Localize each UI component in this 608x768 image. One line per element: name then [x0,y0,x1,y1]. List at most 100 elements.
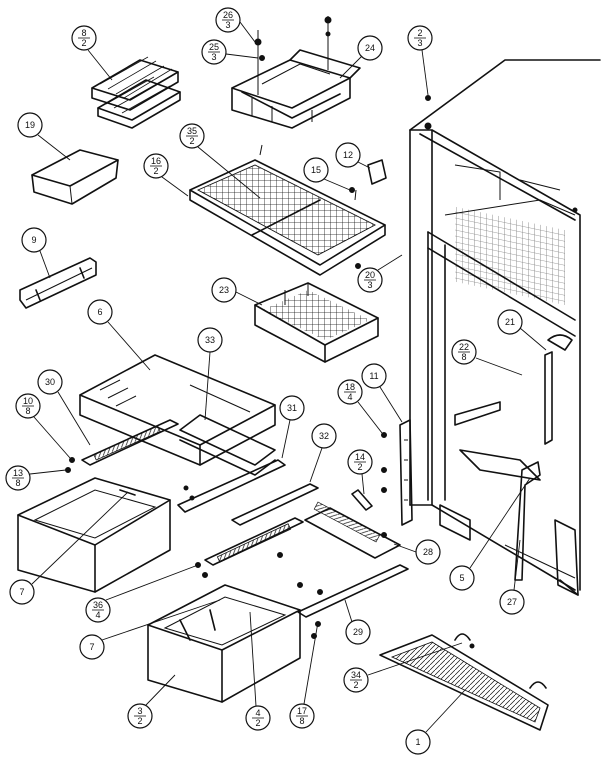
svg-text:10: 10 [23,396,33,406]
svg-text:3: 3 [137,706,142,716]
callout-19: 19 [17,112,43,138]
svg-text:2: 2 [81,38,86,48]
freezer-wire-shelf [189,144,386,276]
callout-11: 11 [361,363,387,389]
callout-25-3: 253 [201,39,227,65]
svg-text:27: 27 [507,597,517,607]
crisper-drawer-lower [147,584,301,703]
callout-14-2: 142 [347,449,373,475]
svg-text:3: 3 [367,280,372,290]
callout-15: 15 [303,157,329,183]
callout-34-2: 342 [343,667,369,693]
svg-text:5: 5 [459,573,464,583]
callout-30: 30 [37,369,63,395]
svg-text:1: 1 [415,737,420,747]
callout-28: 28 [415,539,441,565]
svg-text:21: 21 [505,317,515,327]
slide-rails-lower [195,501,409,618]
svg-text:3: 3 [211,52,216,62]
svg-text:23: 23 [219,285,229,295]
svg-text:8: 8 [299,716,304,726]
callout-7-upper: 7 [9,579,35,605]
svg-text:4: 4 [347,392,352,402]
svg-text:7: 7 [19,587,24,597]
callout-17-8: 178 [289,703,315,729]
svg-text:20: 20 [365,270,375,280]
callout-7-lower: 7 [79,634,105,660]
callout-1: 1 [405,729,431,755]
svg-text:4: 4 [255,708,260,718]
svg-text:8: 8 [461,352,466,362]
svg-text:16: 16 [151,156,161,166]
svg-text:26: 26 [223,10,233,20]
svg-text:32: 32 [319,431,329,441]
screws-26-25 [254,16,332,95]
callout-33: 33 [197,327,223,353]
callout-9: 9 [21,227,47,253]
svg-text:6: 6 [97,307,102,317]
divider-rail [231,483,373,526]
door-rail [19,257,97,309]
svg-text:9: 9 [31,235,36,245]
callout-32: 32 [311,423,337,449]
svg-text:34: 34 [351,670,361,680]
callout-22-8: 228 [451,339,477,365]
svg-text:15: 15 [311,165,321,175]
crisper-cover [79,354,276,466]
svg-text:7: 7 [89,642,94,652]
svg-text:4: 4 [95,610,100,620]
ice-tray-set [91,56,181,129]
svg-text:2: 2 [417,28,422,38]
callout-18-4: 184 [337,379,363,405]
svg-text:31: 31 [287,403,297,413]
svg-text:14: 14 [355,452,365,462]
svg-text:28: 28 [423,547,433,557]
svg-text:3: 3 [417,38,422,48]
callout-29: 29 [345,619,371,645]
svg-text:8: 8 [15,478,20,488]
callout-23: 23 [211,277,237,303]
callout-13-8: 138 [5,465,31,491]
callout-31: 31 [279,395,305,421]
svg-text:2: 2 [189,136,194,146]
svg-text:13: 13 [13,468,23,478]
wire-basket [254,282,379,363]
refrigerator-cabinet [409,59,601,596]
svg-text:19: 19 [25,120,35,130]
svg-text:2: 2 [357,462,362,472]
svg-text:3: 3 [225,20,230,30]
svg-text:24: 24 [365,43,375,53]
svg-text:30: 30 [45,377,55,387]
callout-24: 24 [357,35,383,61]
callout-36-4: 364 [85,597,111,623]
svg-text:8: 8 [25,406,30,416]
callout-2-3: 23 [407,25,433,51]
shelf-brackets [514,334,573,581]
callout-5: 5 [449,565,475,591]
callout-10-8: 108 [15,393,41,419]
svg-text:36: 36 [93,600,103,610]
storage-tray [31,149,119,205]
svg-text:29: 29 [353,627,363,637]
bracket-12 [349,159,387,269]
svg-text:25: 25 [209,42,219,52]
callout-12: 12 [335,142,361,168]
svg-text:2: 2 [353,680,358,690]
svg-text:35: 35 [187,126,197,136]
callout-21: 21 [497,309,523,335]
callout-27: 27 [499,589,525,615]
cover-frame [179,414,276,476]
svg-text:8: 8 [81,28,86,38]
callout-labels: 82 263 253 24 23 19 352 162 [5,7,547,755]
svg-text:2: 2 [153,166,158,176]
svg-text:17: 17 [297,706,307,716]
svg-text:2: 2 [137,716,142,726]
crisper-drawer-upper [17,477,171,593]
svg-text:18: 18 [345,382,355,392]
svg-text:11: 11 [369,371,378,381]
callout-26-3: 263 [215,7,241,33]
toe-grille [379,633,549,731]
svg-text:2: 2 [255,718,260,728]
mounting-bracket-11 [381,419,413,538]
callout-4-2: 42 [245,705,271,731]
